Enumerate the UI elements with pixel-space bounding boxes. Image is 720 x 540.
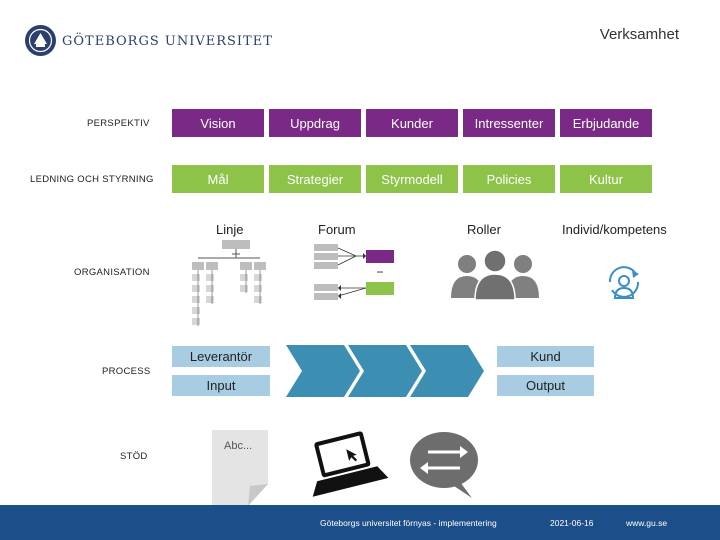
process-output: Output <box>497 375 594 396</box>
university-seal-icon <box>24 24 57 57</box>
organisation-item-forum: Forum <box>318 222 356 237</box>
university-name: GÖTEBORGS UNIVERSITET <box>62 34 273 49</box>
footer-caption: Göteborgs universitet förnyas - implemen… <box>320 518 497 528</box>
perspektiv-item-uppdrag: Uppdrag <box>269 109 361 137</box>
perspektiv-item-vision: Vision <box>172 109 264 137</box>
row-label-ledning: LEDNING OCH STYRNING <box>30 174 154 185</box>
process-chevron-2 <box>348 345 422 397</box>
perspektiv-item-intressenter: Intressenter <box>463 109 555 137</box>
ledning-item-strategier: Strategier <box>269 165 361 193</box>
process-chevron-flow <box>286 345 484 397</box>
footer-date: 2021-06-16 <box>550 518 594 528</box>
organisation-item-roller: Roller <box>467 222 501 237</box>
ledning-item-kultur: Kultur <box>560 165 652 193</box>
ledning-item-styrmodell: Styrmodell <box>366 165 458 193</box>
row-label-perspektiv: PERSPEKTIV <box>87 118 150 129</box>
footer-bar: Göteborgs universitet förnyas - implemen… <box>0 505 720 540</box>
organisation-item-individ: Individ/kompetens <box>562 222 667 237</box>
ledning-item-mal: Mål <box>172 165 264 193</box>
row-label-process: PROCESS <box>102 366 151 377</box>
process-input: Input <box>172 375 270 396</box>
section-title: Verksamhet <box>599 26 679 43</box>
process-leverantor: Leverantör <box>172 346 270 367</box>
people-icon <box>447 249 543 301</box>
document-icon <box>212 430 268 506</box>
chat-exchange-icon <box>408 430 480 498</box>
footer-url[interactable]: www.gu.se <box>626 518 668 528</box>
person-sync-icon <box>602 260 646 304</box>
org-chart-icon <box>188 240 268 332</box>
process-chevron-1 <box>286 345 360 397</box>
laptop-icon <box>300 430 390 500</box>
process-kund: Kund <box>497 346 594 367</box>
process-chevron-3 <box>410 345 484 397</box>
row-label-stod: STÖD <box>120 451 148 462</box>
perspektiv-item-kunder: Kunder <box>366 109 458 137</box>
forum-diagram-icon <box>312 238 396 314</box>
row-label-organisation: ORGANISATION <box>74 267 150 278</box>
ledning-item-policies: Policies <box>463 165 555 193</box>
perspektiv-item-erbjudande: Erbjudande <box>560 109 652 137</box>
document-text: Abc... <box>224 440 253 452</box>
organisation-item-linje: Linje <box>216 222 244 237</box>
